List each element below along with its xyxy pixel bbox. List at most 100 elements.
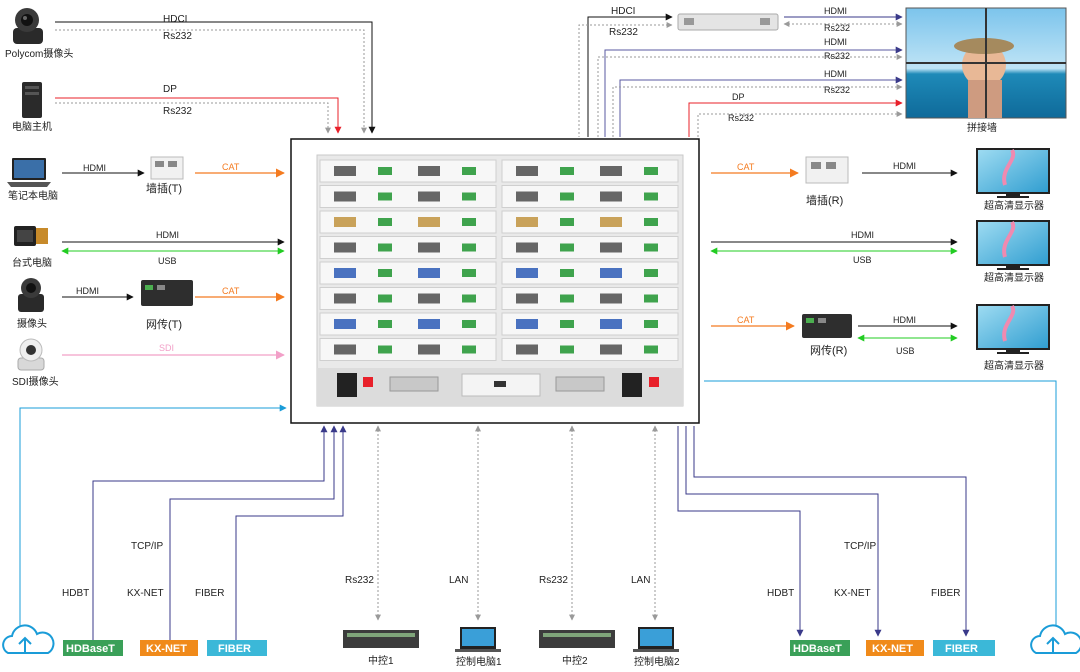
tag-fiber-left-text: FIBER	[218, 643, 251, 655]
tag-fiber-right-text: FIBER	[945, 643, 978, 655]
tag-kxnet-right: KX-NET	[866, 640, 924, 656]
camera-icon	[18, 278, 44, 312]
label-rs232-left-2: Rs232	[163, 106, 192, 117]
power-socket-left	[337, 373, 357, 397]
uhd-display-icon-3	[976, 304, 1050, 354]
label-lan-pc2: LAN	[631, 575, 650, 586]
hdci-extender-icon	[677, 13, 779, 31]
tag-hdbaset-right-text: HDBaseT	[793, 643, 842, 655]
wall-plate-t-icon	[150, 156, 184, 180]
label-rs232-wall-1: Rs232	[824, 23, 850, 33]
matrix-switcher	[290, 138, 700, 424]
label-rs232-ctrl1: Rs232	[345, 575, 374, 586]
sdi-camera-icon	[17, 338, 45, 371]
power-switch-left	[363, 377, 373, 387]
label-rs232-wall-2: Rs232	[824, 51, 850, 61]
uhd-display-icon-2	[976, 220, 1050, 270]
label-usb-right-2: USB	[896, 346, 915, 356]
matrix-card-slot	[319, 210, 497, 234]
label-sdi: SDI	[159, 343, 174, 353]
tag-kxnet-left: KX-NET	[140, 640, 198, 656]
wall-plate-r-icon	[805, 156, 849, 184]
tag-fiber-left: FIBER	[207, 640, 267, 656]
label-hdmi-wall-1: HDMI	[824, 6, 847, 16]
cloud-upload-icon-left	[2, 624, 55, 654]
matrix-input-cards	[319, 159, 679, 361]
label-kxnet-right: KX-NET	[834, 588, 871, 599]
laptop-icon	[7, 158, 51, 187]
matrix-card-slot	[319, 312, 497, 336]
central-control-1-label: 中控1	[368, 654, 394, 667]
label-rs232-wall-3: Rs232	[824, 85, 850, 95]
control-pc-2-icon	[633, 627, 679, 652]
control-pc-2-label: 控制电脑2	[634, 655, 680, 667]
power-socket-right	[622, 373, 642, 397]
label-hdmi-camera: HDMI	[76, 286, 99, 296]
label-hdci-right: HDCI	[611, 6, 635, 17]
tag-hdbaset-left: HDBaseT	[63, 640, 123, 656]
matrix-card-slot	[501, 210, 679, 234]
label-hdmi-right-3: HDMI	[893, 315, 916, 325]
matrix-card-slot	[501, 159, 679, 183]
label-dp-wall: DP	[732, 92, 745, 102]
label-tcpip-right: TCP/IP	[844, 541, 877, 552]
matrix-card-slot	[319, 338, 497, 361]
central-control-1-icon	[343, 630, 419, 648]
matrix-card-slot	[319, 236, 497, 259]
label-cat-left-1: CAT	[222, 162, 240, 172]
camera-label: 摄像头	[17, 317, 47, 330]
matrix-card-slot	[501, 287, 679, 310]
label-hdci-left: HDCI	[163, 14, 187, 25]
matrix-card-slot	[501, 312, 679, 336]
central-control-2-label: 中控2	[562, 654, 588, 667]
matrix-card-slot	[319, 287, 497, 310]
label-hdmi-laptop: HDMI	[83, 163, 106, 173]
label-hdmi-wall-2: HDMI	[824, 37, 847, 47]
polycom-camera-icon	[13, 8, 43, 44]
label-cat-right-1: CAT	[737, 162, 755, 172]
left-connections	[55, 21, 376, 360]
matrix-card-slot	[501, 185, 679, 208]
label-hdmi-wall-3: HDMI	[824, 69, 847, 79]
label-hdbt-right: HDBT	[767, 588, 794, 599]
pc-host-icon	[22, 82, 42, 118]
matrix-card-slot	[501, 338, 679, 361]
label-rs232-right-1: Rs232	[609, 27, 638, 38]
label-hdmi-desktop: HDMI	[156, 230, 179, 240]
bottom-left-network	[19, 404, 347, 640]
label-cat-left-2: CAT	[222, 286, 240, 296]
label-tcpip-left: TCP/IP	[131, 541, 164, 552]
wall-plate-t-label: 墙插(T)	[146, 181, 182, 195]
desktop-pc-label: 台式电脑	[12, 256, 52, 269]
uhd-display-icon-1	[976, 148, 1050, 198]
matrix-card-slot	[319, 159, 497, 183]
matrix-card-slot	[319, 185, 497, 208]
control-pc-1-label: 控制电脑1	[456, 655, 502, 667]
net-rx-r-icon	[802, 314, 852, 338]
laptop-label: 笔记本电脑	[8, 189, 58, 202]
label-usb-left: USB	[158, 256, 177, 266]
tag-kxnet-left-text: KX-NET	[146, 643, 187, 655]
video-wall-label: 拼接墙	[967, 121, 997, 134]
control-pc-1-icon	[455, 627, 501, 652]
net-rx-r-label: 网传(R)	[810, 344, 847, 357]
label-dp-left: DP	[163, 84, 177, 95]
net-tx-t-icon	[141, 280, 193, 306]
sdi-camera-label: SDI摄像头	[12, 375, 59, 388]
matrix-card-slot	[319, 261, 497, 285]
label-fiber-right: FIBER	[931, 588, 960, 599]
video-wall-icon	[905, 7, 1067, 119]
bottom-control-lines	[375, 425, 658, 621]
tag-hdbaset-right: HDBaseT	[790, 640, 850, 656]
tag-fiber-right: FIBER	[933, 640, 995, 656]
top-right-connections	[578, 13, 903, 137]
label-hdbt-left: HDBT	[62, 588, 89, 599]
uhd-display-label-2: 超高清显示器	[984, 271, 1044, 284]
polycom-camera-label: Polycom摄像头	[5, 47, 73, 60]
label-lan-pc1: LAN	[449, 575, 468, 586]
net-tx-t-label: 网传(T)	[146, 318, 182, 331]
matrix-card-slot	[501, 261, 679, 285]
matrix-card-slot	[501, 236, 679, 259]
right-connections	[710, 168, 958, 342]
